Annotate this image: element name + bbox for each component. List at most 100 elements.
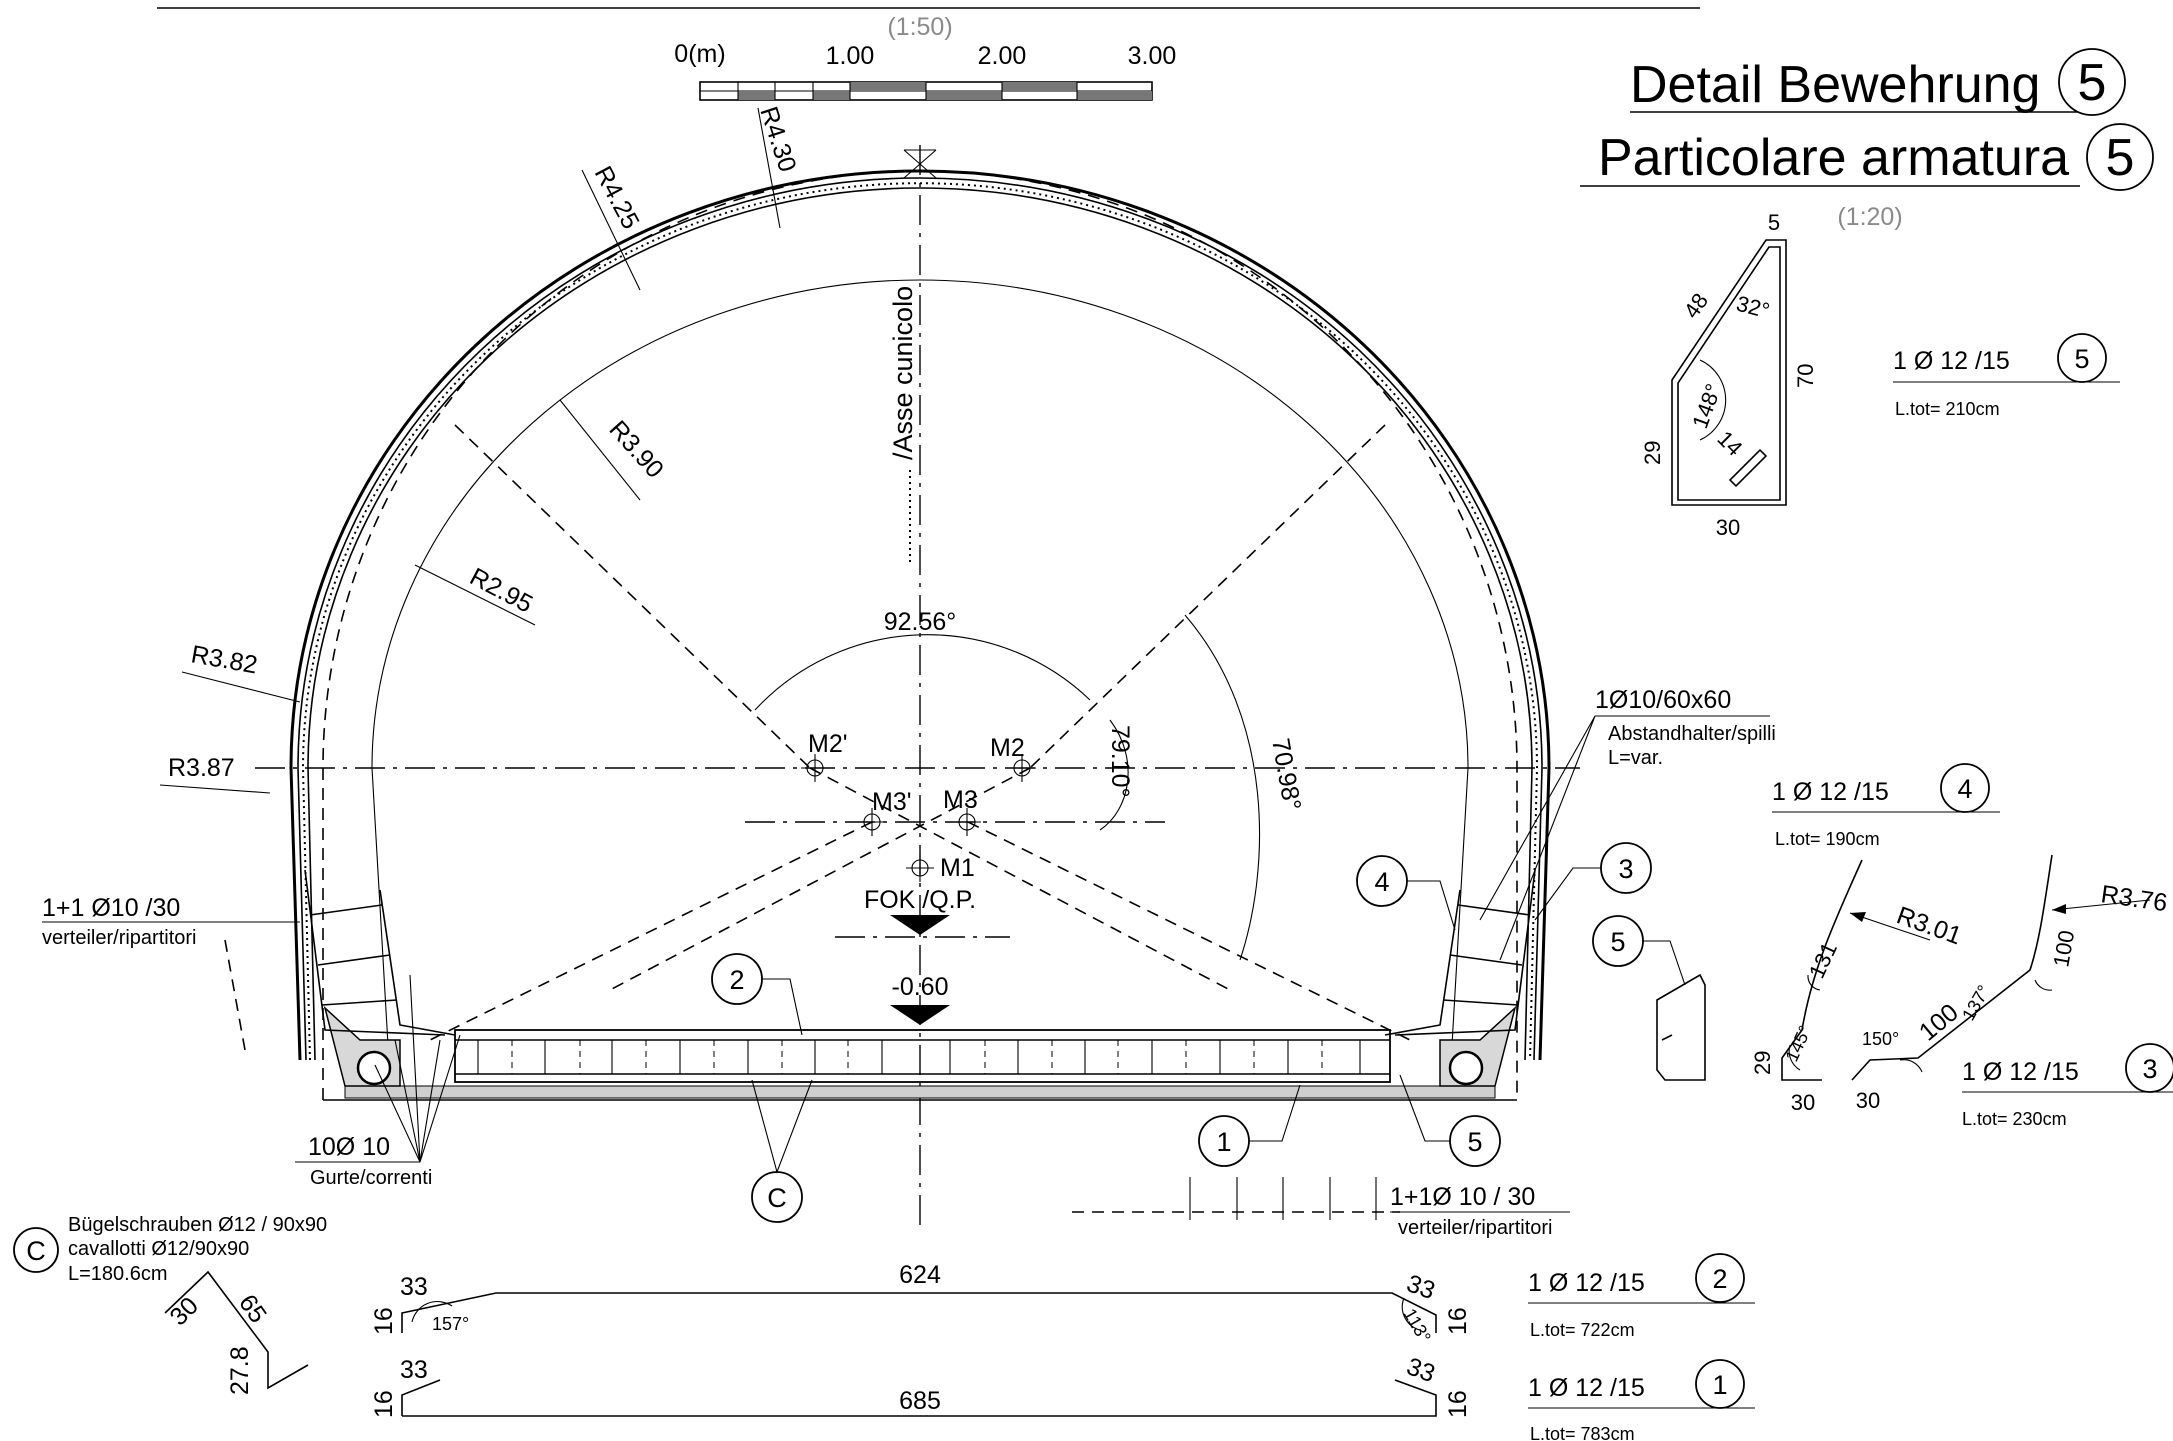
level-invert: -0.60 xyxy=(892,973,949,1001)
section-bubbles: 1 2 3 4 5 C xyxy=(711,842,1652,1223)
angle-main: 92.56° xyxy=(884,608,957,636)
bar2-dim-16b: 16 xyxy=(1444,1307,1472,1335)
bar5-dim-30: 30 xyxy=(1716,515,1740,540)
c-detail-line1: Bügelschrauben Ø12 / 90x90 xyxy=(68,1214,327,1236)
bar5-dim-29: 29 xyxy=(1640,441,1665,465)
bar2-angle-157: 157° xyxy=(432,1314,469,1334)
center-m2: M2 xyxy=(990,734,1025,762)
title-block: Detail Bewehrung 5 Particolare armatura … xyxy=(1580,48,2154,231)
title-number-it: 5 xyxy=(2106,129,2135,187)
bubble-2: 2 xyxy=(729,965,744,995)
invert-slab xyxy=(323,1029,1517,1101)
bar5-dim-48: 48 xyxy=(1679,288,1714,322)
scale-bar-scale: (1:50) xyxy=(887,13,952,41)
bar5-dim-14: 14 xyxy=(1712,426,1747,461)
bar2-dim-33a: 33 xyxy=(400,1273,428,1301)
level-fok: FOK /Q.P. xyxy=(864,886,976,914)
left-chords-desc: Gurte/correnti xyxy=(310,1167,432,1189)
bar5-dim-5: 5 xyxy=(1768,210,1780,235)
detail-scale: (1:20) xyxy=(1837,203,1902,231)
angle-right1: 79.10° xyxy=(1106,725,1134,798)
schedule-5-spec: 1 Ø 12 /15 xyxy=(1893,347,2010,375)
angle-right2: 70.98° xyxy=(1266,736,1306,812)
center-m3-prime: M3' xyxy=(872,788,912,816)
bar5-angle-148: 148° xyxy=(1687,380,1726,431)
side-reinforcement xyxy=(304,869,1536,1036)
bubble-1: 1 xyxy=(1216,1127,1231,1157)
spacer-length: L=var. xyxy=(1608,747,1663,769)
bar3-angle-150: 150° xyxy=(1862,1029,1899,1049)
bar1-dim-33b: 33 xyxy=(1403,1352,1439,1388)
c-detail-line2: cavallotti Ø12/90x90 xyxy=(68,1238,249,1260)
bar-2-shape: 33 624 33 16 157° 113° 16 xyxy=(370,1261,1472,1346)
radius-r295: R2.95 xyxy=(465,563,537,619)
center-m2-prime: M2' xyxy=(808,730,848,758)
bar1-dim-685: 685 xyxy=(899,1387,941,1415)
bar-1-shape: 33 685 33 16 16 xyxy=(370,1352,1472,1418)
schedule-2-spec: 1 Ø 12 /15 xyxy=(1528,1269,1645,1297)
left-chords-title: 10Ø 10 xyxy=(308,1133,390,1161)
center-m3: M3 xyxy=(943,786,978,814)
bar-5-side-view: 5 xyxy=(1592,915,1706,1081)
bubble-4: 4 xyxy=(1374,867,1389,897)
bar2-dim-16a: 16 xyxy=(370,1307,398,1335)
bar4-angle-145: 145° xyxy=(1781,1022,1815,1064)
title-number-de: 5 xyxy=(2078,54,2107,112)
bar4-dim-29: 29 xyxy=(1750,1051,1775,1075)
schedule-4-length: L.tot= 190cm xyxy=(1775,829,1880,849)
schedule-3-length: L.tot= 230cm xyxy=(1962,1109,2067,1129)
corner-drains xyxy=(323,1005,1517,1087)
c-dim-65: 65 xyxy=(233,1289,272,1328)
radius-r387: R3.87 xyxy=(168,754,235,782)
spacer-title: 1Ø10/60x60 xyxy=(1595,686,1731,714)
scale-bar-label-2: 2.00 xyxy=(978,42,1027,70)
c-dim-30: 30 xyxy=(164,1292,203,1331)
scale-bar-label-1: 1.00 xyxy=(826,42,875,70)
bubble-3: 3 xyxy=(1618,854,1633,884)
schedule-4-spec: 1 Ø 12 /15 xyxy=(1772,778,1889,806)
bar1-dim-16a: 16 xyxy=(370,1390,398,1418)
axis-label: /Asse cunicolo xyxy=(888,286,918,460)
center-m1: M1 xyxy=(940,854,975,882)
schedule-2-length: L.tot= 722cm xyxy=(1530,1320,1635,1340)
schedule-5-mark: 5 xyxy=(2074,344,2089,374)
bar5-dim-70: 70 xyxy=(1793,364,1818,388)
scale-bar-label-0: 0(m) xyxy=(674,40,725,68)
bubble-5: 5 xyxy=(1467,1127,1482,1157)
title-de: Detail Bewehrung xyxy=(1630,56,2040,114)
c-detail-mark: C xyxy=(26,1236,46,1266)
schedule-5-length: L.tot= 210cm xyxy=(1895,399,2000,419)
c-detail-line3: L=180.6cm xyxy=(68,1263,168,1285)
bottom-distrib-desc: verteiler/ripartitori xyxy=(1398,1217,1552,1239)
bar-4-shape: 131 R3.01 145° 29 30 xyxy=(1750,859,1965,1115)
bar2-dim-33b: 33 xyxy=(1403,1269,1439,1305)
bar1-dim-33a: 33 xyxy=(400,1356,428,1384)
radius-r425: R4.25 xyxy=(589,162,645,234)
bar5-angle-32: 32° xyxy=(1734,291,1773,324)
bar3-dim-30: 30 xyxy=(1856,1088,1880,1113)
left-distrib-desc: verteiler/ripartitori xyxy=(42,927,196,949)
schedule-1-length: L.tot= 783cm xyxy=(1530,1424,1635,1441)
c-dim-278: 27.8 xyxy=(226,1346,254,1395)
lining-outer xyxy=(289,169,1551,1061)
scale-bar: (1:50) 0(m) 1.00 2.00 3.00 xyxy=(674,13,1177,101)
title-it: Particolare armatura xyxy=(1598,129,2069,187)
schedule-3-mark: 3 xyxy=(2142,1054,2157,1084)
bar4-dim-30: 30 xyxy=(1791,1090,1815,1115)
schedule-1-spec: 1 Ø 12 /15 xyxy=(1528,1374,1645,1402)
bar2-dim-624: 624 xyxy=(899,1261,941,1289)
bar-5-shape: 5 48 32° 70 148° 14 29 30 xyxy=(1640,210,1818,540)
left-distrib-title: 1+1 Ø10 /30 xyxy=(42,894,180,922)
bubble-c: C xyxy=(767,1183,787,1213)
tunnel-section: /Asse cunicolo 92.56° 79.10° 70.98° xyxy=(42,103,1776,1239)
schedule-3-spec: 1 Ø 12 /15 xyxy=(1962,1058,2079,1086)
schedule-2-mark: 2 xyxy=(1712,1264,1727,1294)
radius-r382: R3.82 xyxy=(189,640,260,679)
bubble-5-side: 5 xyxy=(1610,927,1625,957)
radius-r430: R4.30 xyxy=(754,103,801,175)
scale-bar-label-3: 3.00 xyxy=(1128,42,1177,70)
bar-schedule: 1 Ø 12 /15 5 L.tot= 210cm 1 Ø 12 /15 4 L… xyxy=(1528,333,2173,1441)
bar3-dim-100b: 100 xyxy=(1914,998,1964,1046)
bar4-radius: R3.01 xyxy=(1893,901,1965,950)
